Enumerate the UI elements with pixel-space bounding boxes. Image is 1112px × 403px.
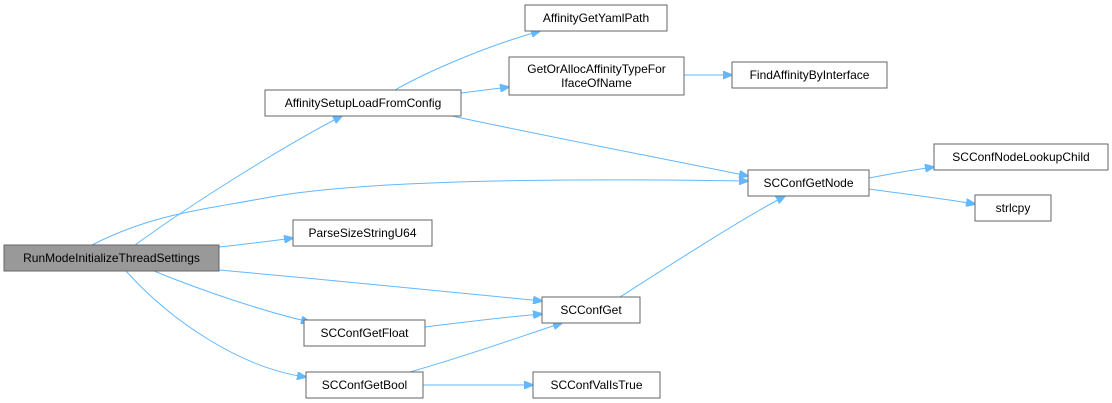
node-box[interactable] [974,194,1052,222]
node-label: SCConfNodeLookupChild [952,150,1089,164]
node-parsesize[interactable]: ParseSizeStringU64 [292,219,433,247]
node-getfloat[interactable]: SCConfGetFloat [303,319,426,347]
node-box[interactable] [508,56,685,96]
node-affinity-setup[interactable]: AffinitySetupLoadFromConfig [264,89,462,117]
node-box[interactable] [731,61,888,89]
node-label: AffinitySetupLoadFromConfig [285,96,442,110]
edge-root-to-getnode [91,180,748,246]
nodes-layer: RunModeInitializeThreadSettings AffinityS… [3,4,1109,399]
node-box[interactable] [747,169,870,197]
node-box[interactable] [541,296,641,324]
node-label: GetOrAllocAffinityTypeFor [527,62,666,76]
edge-root-to-confget [218,269,542,301]
node-box[interactable] [3,244,220,272]
node-box[interactable] [532,371,661,399]
edge-affinity-setup-to-getnode [451,115,748,176]
node-box[interactable] [305,371,424,399]
edge-root-to-affinity-setup [134,116,342,246]
edge-getbool-to-confget [409,323,562,373]
edge-affinity-setup-to-affinity-yaml [394,31,540,91]
node-getbool[interactable]: SCConfGetBool [305,371,424,399]
node-valistrue[interactable]: SCConfValIsTrue [532,371,661,399]
node-label: SCConfGetNode [763,176,853,190]
edge-affinity-setup-to-getoralloc [460,87,509,94]
edge-getnode-to-strlcpy [868,188,975,204]
node-box[interactable] [303,319,426,347]
edge-confget-to-getnode [619,196,785,298]
edge-root-to-parsesize [218,238,293,248]
edge-root-to-getfloat [153,270,310,322]
node-lookupchild[interactable]: SCConfNodeLookupChild [933,143,1109,171]
node-strlcpy[interactable]: strlcpy [974,194,1052,222]
node-find-affinity[interactable]: FindAffinityByInterface [731,61,888,89]
node-box[interactable] [524,4,668,32]
node-label: SCConfGet [560,303,622,317]
node-label: AffinityGetYamlPath [543,11,649,25]
node-box[interactable] [933,143,1109,171]
edge-getnode-to-lookupchild [868,167,934,179]
node-label: SCConfGetFloat [320,326,409,340]
node-root[interactable]: RunModeInitializeThreadSettings [3,244,220,272]
node-box[interactable] [264,89,462,117]
node-label: FindAffinityByInterface [750,68,870,82]
node-label: SCConfValIsTrue [550,378,642,392]
edge-root-to-getbool [125,270,306,377]
node-label: RunModeInitializeThreadSettings [23,251,200,265]
edge-getfloat-to-confget [424,314,542,328]
node-confget[interactable]: SCConfGet [541,296,641,324]
node-label: strlcpy [996,201,1031,215]
node-affinity-yaml[interactable]: AffinityGetYamlPath [524,4,668,32]
node-label: ParseSizeStringU64 [308,226,416,240]
node-getnode[interactable]: SCConfGetNode [747,169,870,197]
node-box[interactable] [292,219,433,247]
node-label: IfaceOfName [561,76,632,90]
node-label: SCConfGetBool [322,378,407,392]
edges-layer [91,31,975,385]
